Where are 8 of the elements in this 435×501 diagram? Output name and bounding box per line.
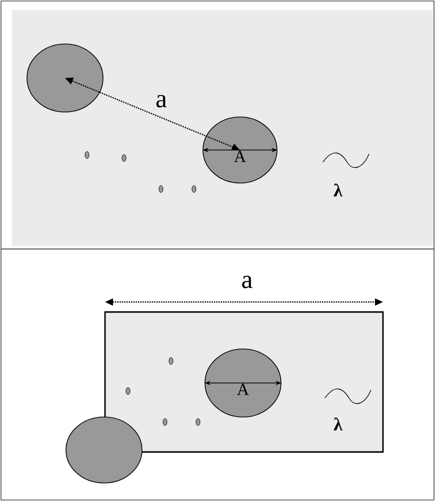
dimension-label: a	[242, 276, 252, 288]
wavelength-label: λ	[334, 418, 342, 430]
particle-disc: A	[204, 348, 282, 418]
edge-label: a	[156, 94, 167, 108]
particle-disc	[66, 416, 142, 484]
wavelength-label: λ	[334, 184, 342, 196]
particle-disc: A	[202, 116, 278, 184]
particle-disc	[26, 44, 104, 112]
